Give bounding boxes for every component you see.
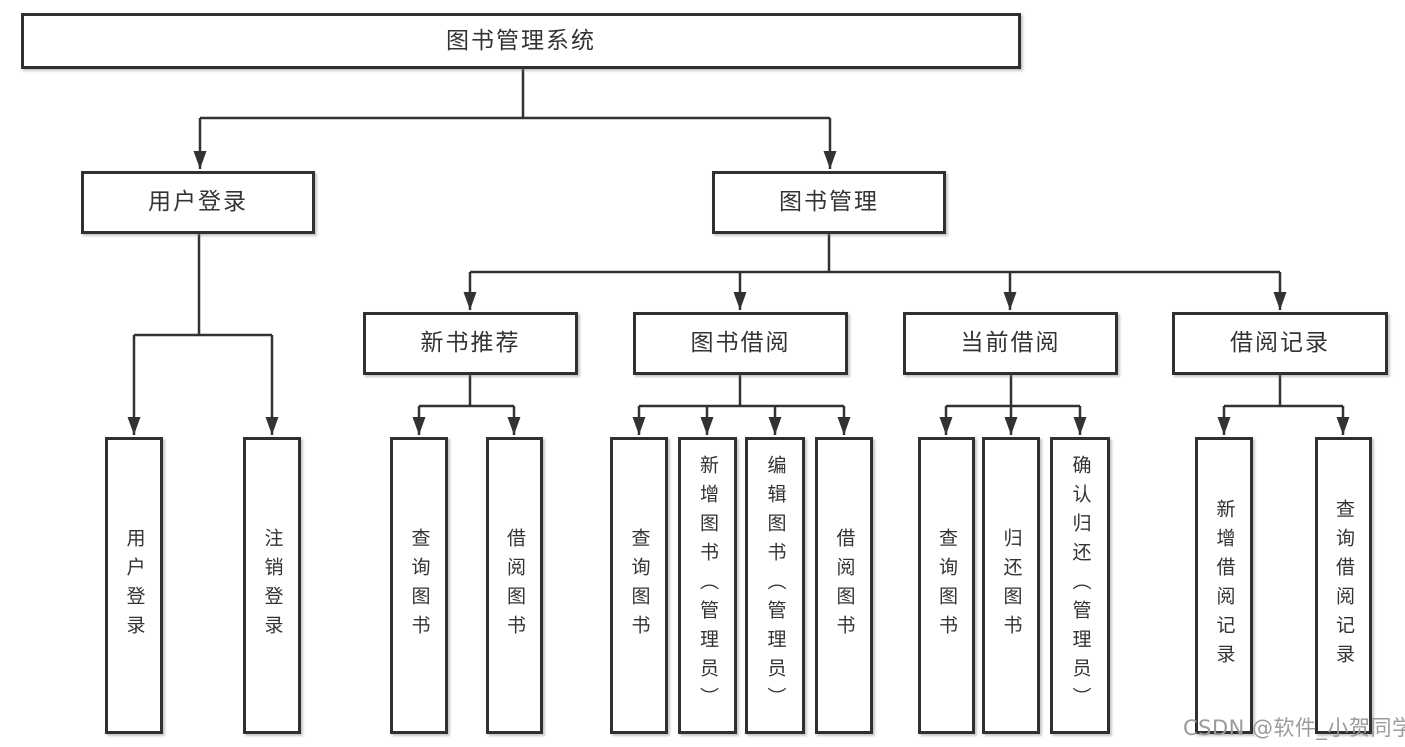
node-leaf-logout: 注销登录 <box>243 437 301 734</box>
node-label: 查询图书 <box>628 527 651 644</box>
node-borrow-record: 借阅记录 <box>1172 312 1388 375</box>
node-leaf-add-books-admin: 新增图书（管理员） <box>678 437 737 734</box>
connector-new-book-elbow <box>419 375 514 408</box>
connector-book-borrow-elbow <box>639 375 844 408</box>
node-book-borrow: 图书借阅 <box>633 312 848 375</box>
connector-borrow-record-elbow <box>1224 375 1343 408</box>
node-new-book-recommend: 新书推荐 <box>363 312 578 375</box>
connector-root-elbow <box>200 69 830 120</box>
node-leaf-query-borrow-record: 查询借阅记录 <box>1315 437 1372 734</box>
node-label: 图书管理 <box>779 189 879 215</box>
connector-current-borrow-elbow <box>946 375 1080 408</box>
node-book-management: 图书管理 <box>712 171 946 234</box>
node-label: 注销登录 <box>261 527 284 644</box>
node-label: 查询借阅记录 <box>1333 498 1355 673</box>
csdn-watermark: CSDN @软件_小贺同学 <box>1183 716 1405 740</box>
node-leaf-add-borrow-record: 新增借阅记录 <box>1195 437 1253 734</box>
node-label: 当前借阅 <box>960 330 1061 356</box>
node-leaf-borrow-books: 借阅图书 <box>815 437 873 734</box>
node-label: 新增借阅记录 <box>1213 498 1236 673</box>
connector-book-mgmt-elbow <box>470 234 1280 274</box>
node-label: 归还图书 <box>1000 527 1023 644</box>
node-label: 用户登录 <box>148 189 248 215</box>
node-label: 确认归还（管理员） <box>1069 455 1092 716</box>
node-leaf-user-login: 用户登录 <box>105 437 163 734</box>
node-leaf-edit-books-admin: 编辑图书（管理员） <box>745 437 805 734</box>
node-label: 借阅图书 <box>833 527 856 644</box>
node-label: 编辑图书（管理员） <box>764 455 787 716</box>
connector-user-login-elbow <box>134 234 272 337</box>
node-user-login: 用户登录 <box>81 171 315 234</box>
node-leaf-query-books-recommend: 查询图书 <box>390 437 448 734</box>
node-label: 用户登录 <box>123 527 146 644</box>
node-label: 查询图书 <box>408 527 431 644</box>
node-leaf-query-books-current: 查询图书 <box>918 437 975 734</box>
node-leaf-query-books-borrow: 查询图书 <box>610 437 668 734</box>
node-leaf-borrow-books-recommend: 借阅图书 <box>486 437 543 734</box>
node-label: 借阅记录 <box>1230 330 1330 356</box>
node-leaf-confirm-return-admin: 确认归还（管理员） <box>1050 437 1110 734</box>
node-current-borrow: 当前借阅 <box>903 312 1118 375</box>
node-label: 新书推荐 <box>420 330 521 356</box>
node-leaf-return-books: 归还图书 <box>982 437 1040 734</box>
node-label: 查询图书 <box>936 527 958 644</box>
node-label: 图书管理系统 <box>446 27 596 54</box>
node-label: 新增图书（管理员） <box>697 455 719 716</box>
node-root-system: 图书管理系统 <box>21 13 1021 69</box>
node-label: 图书借阅 <box>690 330 791 356</box>
node-label: 借阅图书 <box>504 527 526 644</box>
